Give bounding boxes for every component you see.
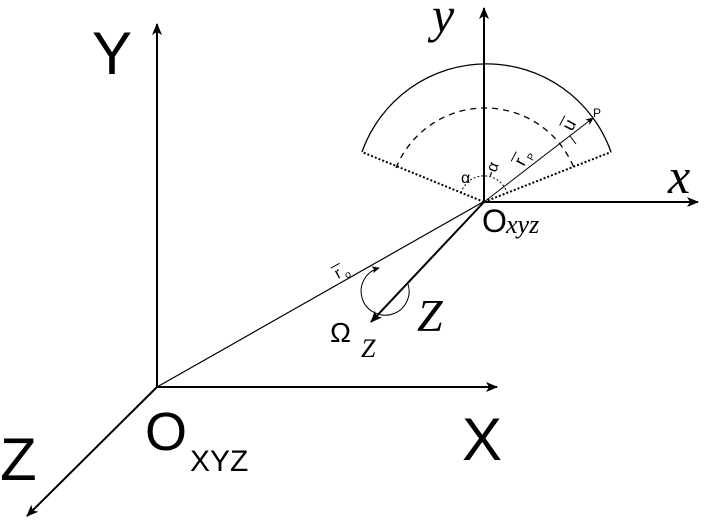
r-p-label-group: r P — [510, 151, 539, 169]
alpha-angle-arc — [460, 175, 508, 194]
r-p-overbar — [510, 151, 517, 162]
sector-edge-left — [361, 151, 485, 203]
local-x-label: x — [667, 148, 690, 204]
u-p-tick — [569, 135, 577, 145]
omega-subscript: Z — [361, 334, 376, 363]
global-x-label: X — [462, 406, 502, 473]
local-z-axis — [370, 201, 485, 323]
sector-edge-right — [483, 151, 612, 203]
r-o-subscript: o — [343, 269, 354, 282]
r-o-overbar — [330, 262, 340, 269]
local-z-label: Z — [417, 290, 443, 341]
neg-alpha-label: -α — [482, 160, 503, 180]
alpha-label: α — [461, 170, 470, 187]
u-p-subscript: P — [593, 106, 601, 120]
global-z-label: Z — [0, 426, 37, 493]
u-p-label: u — [558, 116, 580, 134]
outer-arc — [361, 63, 612, 153]
rotation-arrow — [360, 266, 410, 316]
u-p-label-group: u — [558, 115, 580, 134]
global-y-label: Y — [92, 20, 132, 87]
global-origin-subscript: XYZ — [190, 445, 248, 478]
neg-alpha-label-group: -α — [482, 160, 503, 180]
local-origin-label: O — [482, 203, 507, 239]
local-origin-subscript: xyz — [505, 210, 539, 239]
global-z-axis — [26, 386, 158, 517]
local-y-label: y — [427, 0, 455, 43]
r-p-vector — [483, 117, 594, 203]
global-origin-label: O — [145, 402, 187, 462]
u-p-overbar — [559, 115, 566, 126]
inner-arc-dashed — [395, 107, 575, 169]
omega-label: Ω — [330, 317, 351, 348]
r-p-subscript: P — [526, 151, 539, 162]
r-o-vector — [156, 201, 484, 388]
